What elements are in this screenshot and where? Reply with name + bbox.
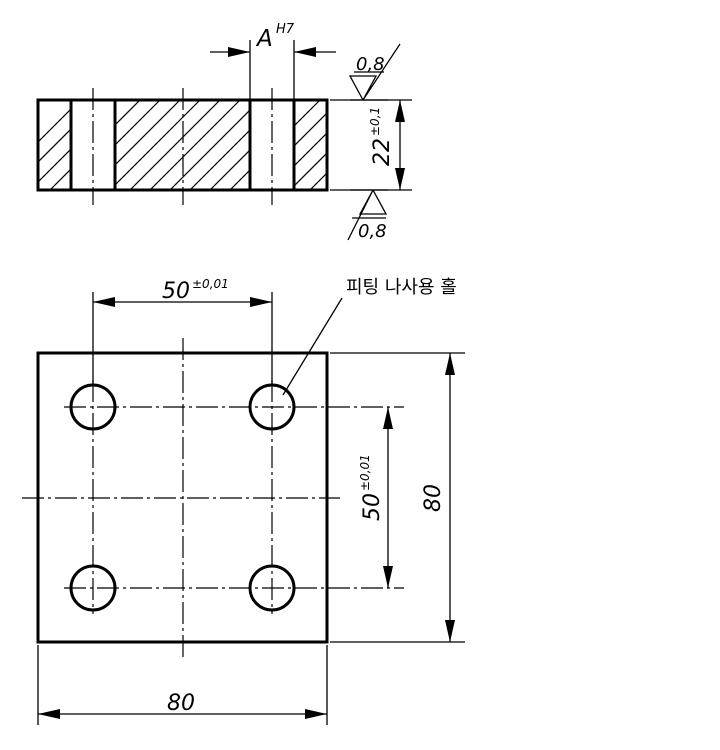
bore-dimension: A H7	[210, 22, 336, 100]
thickness-value: 22±0,1	[368, 107, 395, 166]
hole-spacing-horizontal-dimension: 50±0,01	[92, 277, 273, 385]
plate-width-dimension: 80	[37, 645, 328, 725]
surface-finish-top-value: 0,8	[356, 54, 385, 75]
section-hatch-middle	[115, 100, 250, 190]
section-bore-lines	[69, 100, 296, 190]
bore-fit: H7	[276, 22, 295, 37]
plan-view: 피팅 나사용 홀 50±0,01 50±0,01	[22, 277, 465, 725]
surface-finish-bottom-value: 0,8	[358, 221, 387, 242]
bore-letter: A	[255, 26, 273, 52]
hole-spacing-vertical-dimension: 50±0,01	[358, 407, 393, 588]
hole-leader: 피팅 나사용 홀	[282, 277, 457, 396]
section-outline	[36, 98, 329, 192]
surface-finish-bottom: 0,8	[347, 189, 388, 242]
hole-label: 피팅 나사용 홀	[346, 277, 457, 298]
section-view: A H7 0,8 0,8 22±0,1	[36, 22, 412, 242]
spacing-horizontal-value: 50±0,01	[162, 277, 229, 304]
hole-bottom-left	[69, 564, 117, 612]
width-value: 80	[167, 691, 195, 716]
hole-bottom-right	[248, 564, 296, 612]
thickness-dimension: 22±0,1	[330, 99, 412, 191]
section-hatch-right	[294, 100, 327, 190]
height-value: 80	[421, 484, 446, 512]
surface-finish-top: 0,8	[348, 43, 401, 101]
plate-height-dimension: 80	[330, 352, 465, 643]
spacing-vertical-value: 50±0,01	[358, 454, 385, 521]
